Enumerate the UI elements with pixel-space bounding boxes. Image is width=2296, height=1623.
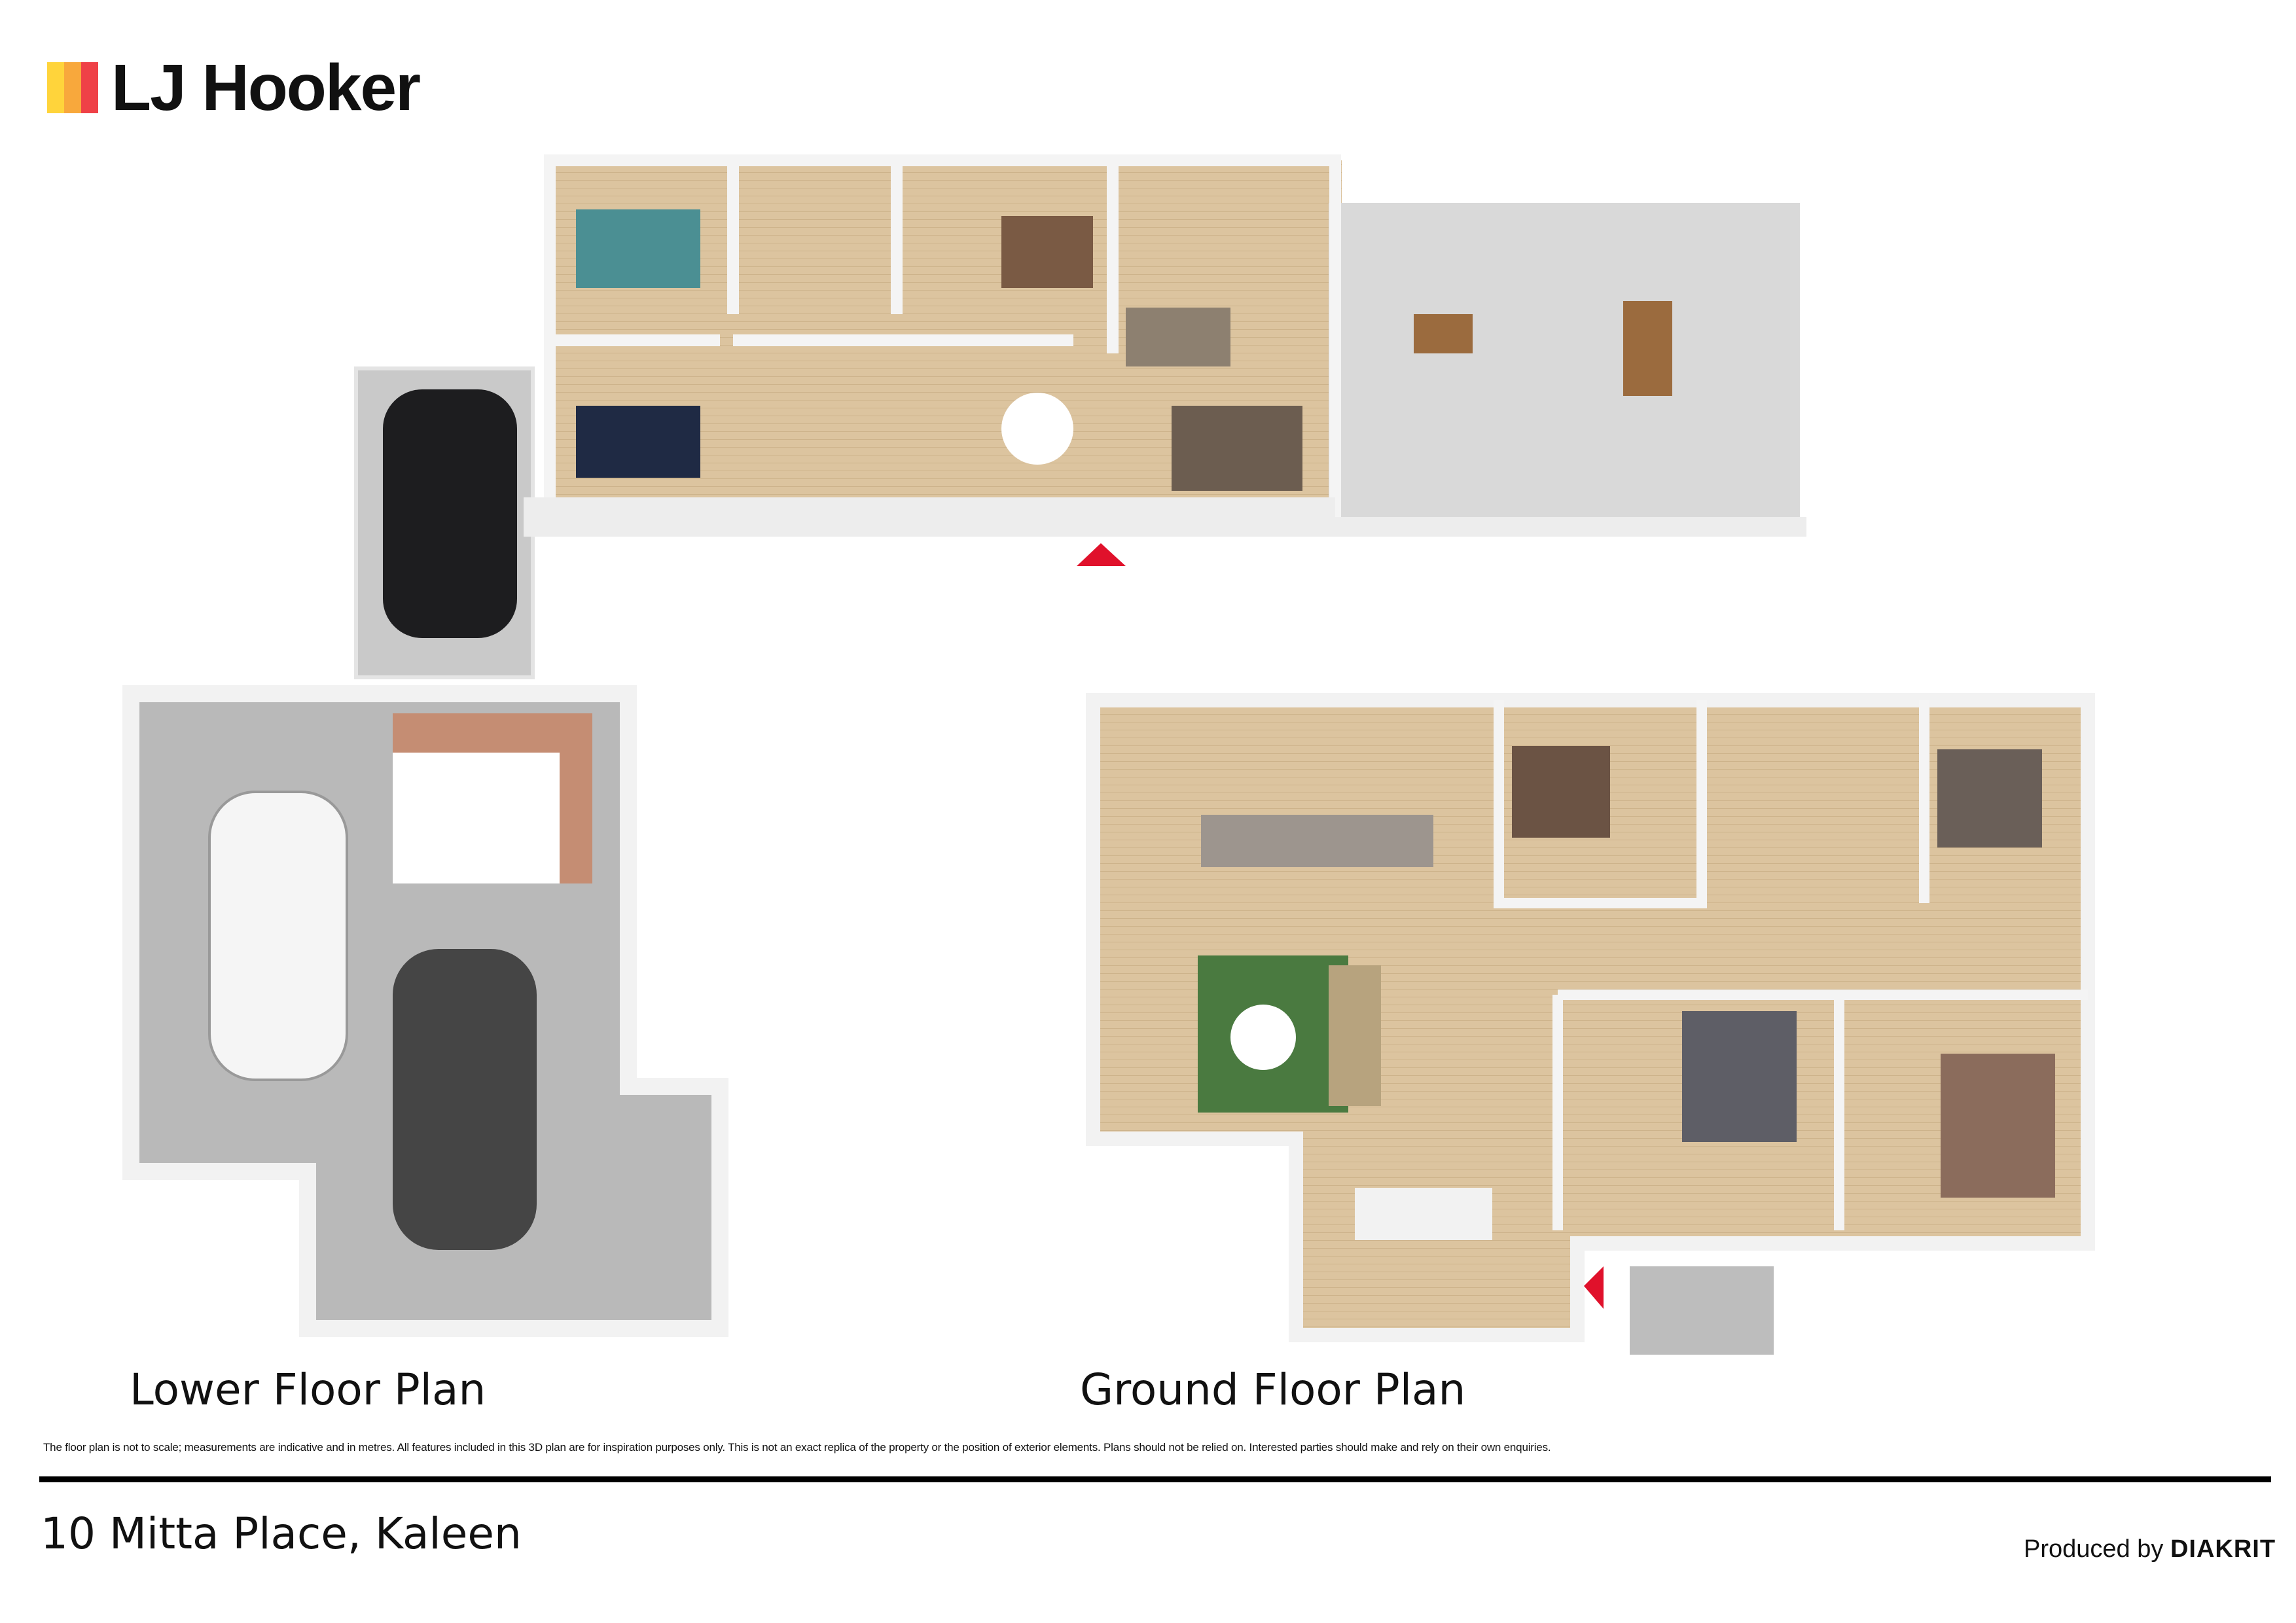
lower-floor-plan-label: Lower Floor Plan (130, 1364, 486, 1415)
disclaimer: The floor plan is not to scale; measurem… (43, 1441, 1551, 1454)
stairs (1630, 1266, 1774, 1355)
table (1001, 393, 1073, 465)
bed (1001, 216, 1093, 288)
bed (1937, 749, 2042, 847)
rug (1172, 406, 1302, 491)
entry-marker (1077, 543, 1126, 566)
bed (576, 209, 700, 288)
produced-prefix: Produced by (2024, 1535, 2164, 1563)
patio (1329, 203, 1800, 533)
divider (39, 1476, 2271, 1482)
kitchen-island (1126, 308, 1230, 366)
bed (1512, 746, 1610, 838)
logo-bar-yellow (47, 62, 64, 113)
coffee-table (1230, 1005, 1296, 1070)
ground-floor-plan-label: Ground Floor Plan (1080, 1364, 1466, 1415)
lower-floor-plan (122, 685, 728, 1337)
sofa (1329, 965, 1381, 1106)
lj-hooker-logo: LJ Hooker (47, 51, 421, 124)
bed (1682, 1011, 1797, 1142)
car-white (208, 791, 348, 1081)
logo-text: LJ Hooker (111, 51, 421, 124)
diakrit-logo: DIAKRIT (2170, 1535, 2276, 1563)
upper-plan (354, 154, 1806, 679)
entry-marker (1584, 1266, 1604, 1309)
property-address: 10 Mitta Place, Kaleen (41, 1508, 522, 1559)
car-grey (393, 949, 537, 1250)
bed (1941, 1054, 2055, 1198)
bed (576, 406, 700, 478)
logo-bar-red (81, 62, 98, 113)
kitchen-island (1201, 815, 1433, 867)
logo-bar-orange (64, 62, 81, 113)
ground-floor-plan (1086, 693, 2095, 1355)
car-black (383, 389, 517, 638)
dining-table (1355, 1188, 1492, 1240)
produced-by: Produced by DIAKRIT (2024, 1535, 2276, 1563)
